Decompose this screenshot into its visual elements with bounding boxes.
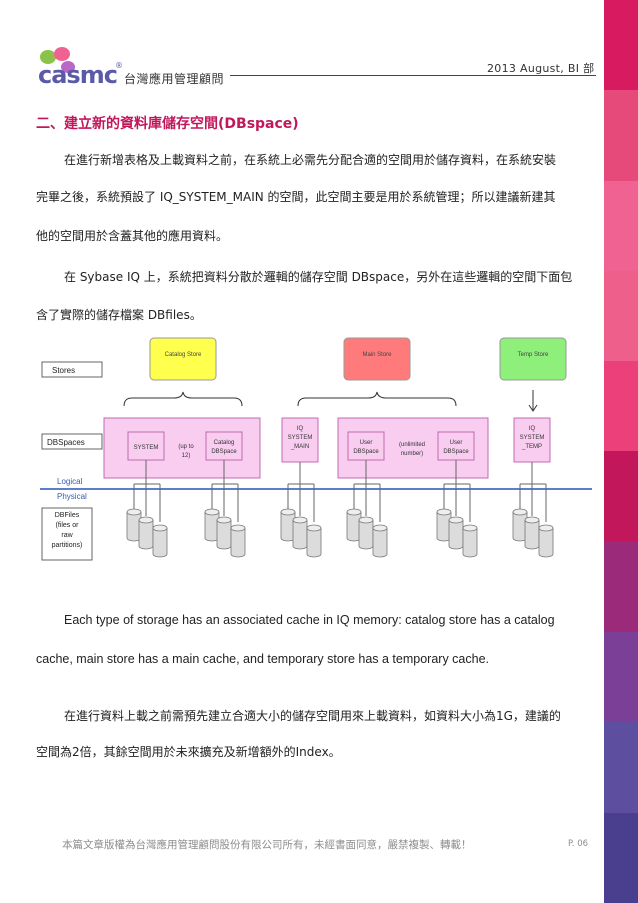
dbfile-cylinder bbox=[230, 524, 246, 558]
iq-system-main-box bbox=[281, 417, 319, 463]
unlimited-label-line-2: number) bbox=[401, 451, 423, 457]
stripe-segment bbox=[604, 180, 638, 271]
stripe-segment bbox=[604, 0, 638, 91]
section-title: 二、建立新的資料庫儲存空間(DBspace) bbox=[36, 116, 299, 132]
dbfiles-label-line-1: DBFiles bbox=[55, 512, 80, 519]
dbfile-cylinder bbox=[216, 516, 232, 550]
stripe-segment bbox=[604, 632, 638, 723]
dbfile-cylinder bbox=[448, 516, 464, 550]
stripe-segment bbox=[604, 722, 638, 813]
page-number: P. 06 bbox=[568, 839, 589, 849]
iq-main-label-line-1: IQ bbox=[297, 426, 304, 432]
dbfile-cylinder bbox=[372, 524, 388, 558]
dbfile-cylinder bbox=[138, 516, 154, 550]
stripe-segment bbox=[604, 541, 638, 633]
paragraph-4-line-1: 在進行資料上載之前需預先建立合適大小的儲存空間用來上載資料，如資料大小為1G，建… bbox=[64, 709, 561, 723]
stripe-segment bbox=[604, 270, 638, 362]
dbfile-cylinder bbox=[306, 524, 322, 558]
unlimited-label-line-1: (unlimited bbox=[399, 442, 425, 448]
dbfile-cylinder bbox=[462, 524, 478, 558]
upto-label-line-2: 12) bbox=[182, 453, 191, 459]
user-dbspace-2-line-1: User bbox=[450, 440, 463, 446]
stripe-segment bbox=[604, 812, 638, 903]
dbfile-cylinder bbox=[292, 516, 308, 550]
dbfiles-label-line-2: (files or bbox=[56, 522, 80, 529]
stripe-segment bbox=[604, 361, 638, 452]
stripe-segment bbox=[604, 90, 638, 181]
dbfiles-label-line-4: partitions) bbox=[52, 542, 83, 549]
iq-system-temp-box bbox=[513, 417, 551, 463]
dbfile-cylinder bbox=[524, 516, 540, 550]
logo-wordmark: casmc bbox=[38, 61, 118, 89]
user-dbspace-1-line-1: User bbox=[360, 440, 373, 446]
stripe-segment bbox=[604, 451, 638, 542]
logo-company-name: 台灣應用管理顧問 bbox=[124, 72, 225, 86]
upto-label-line-1: (up to bbox=[178, 444, 194, 450]
paragraph-3-line-2: cache, main store has a main cache, and … bbox=[36, 652, 490, 666]
dbfile-cylinders bbox=[126, 508, 554, 558]
main-store-label: Main Store bbox=[362, 352, 392, 358]
logo-registered-mark: ® bbox=[115, 61, 123, 70]
dbspaces-label: DBSpaces bbox=[47, 438, 85, 447]
temp-arrow-head bbox=[528, 404, 538, 412]
paragraph-4-line-2: 空間為2倍，其餘空間用於未來擴充及新增額外的Index。 bbox=[36, 745, 341, 759]
dbfiles-label-box bbox=[41, 507, 93, 561]
dbfile-cylinder bbox=[512, 508, 528, 542]
catalog-store-label: Catalog Store bbox=[165, 352, 202, 358]
main-store-box bbox=[343, 337, 411, 381]
user-dbspace-1-line-2: DBSpace bbox=[353, 449, 379, 455]
side-color-stripe bbox=[604, 0, 638, 903]
copyright-notice: 本篇文章版權為台灣應用管理顧問股份有限公司所有，未經書面同意，嚴禁複製、轉載！ bbox=[62, 839, 472, 851]
catalog-dbspace-label-line-2: DBSpace bbox=[211, 449, 237, 455]
logical-label: Logical bbox=[57, 477, 83, 486]
iq-main-label-line-3: _MAIN bbox=[290, 444, 309, 450]
stores-label: Stores bbox=[52, 366, 75, 375]
dbfile-cylinder bbox=[126, 508, 142, 542]
dbfile-cylinder bbox=[152, 524, 168, 558]
iq-main-label-line-2: SYSTEM bbox=[288, 435, 313, 441]
stores-label-box bbox=[41, 361, 103, 378]
paragraph-1-line-1: 在進行新增表格及上載資料之前，在系統上必需先分配合適的空間用於儲存資料，在系統安… bbox=[64, 153, 557, 167]
user-dbspace-box-1 bbox=[347, 431, 385, 461]
paragraph-3-line-1: Each type of storage has an associated c… bbox=[64, 613, 555, 627]
catalog-brace bbox=[123, 391, 243, 407]
logo-flower-icon bbox=[40, 47, 75, 73]
dbspaces-label-box bbox=[41, 433, 103, 450]
connection-lines bbox=[133, 460, 547, 522]
dbfile-cylinder bbox=[436, 508, 452, 542]
dbfiles-label-line-3: raw bbox=[61, 532, 73, 539]
iq-temp-label-line-1: IQ bbox=[529, 426, 536, 432]
system-dbspace-box bbox=[127, 431, 165, 461]
catalog-store-box bbox=[149, 337, 217, 381]
catalog-dbspace-label-line-1: Catalog bbox=[214, 440, 235, 446]
iq-temp-label-line-3: _TEMP bbox=[521, 444, 542, 450]
dbfile-cylinder bbox=[538, 524, 554, 558]
temp-store-box bbox=[499, 337, 567, 381]
user-dbspace-box-2 bbox=[437, 431, 475, 461]
company-logo: casmc ® 台灣應用管理顧問 bbox=[34, 45, 234, 89]
header-date: 2013 August, BI 部 bbox=[487, 62, 595, 75]
paragraph-2-line-1: 在 Sybase IQ 上，系統把資料分散於邏輯的儲存空間 DBspace，另外… bbox=[64, 270, 573, 284]
user-dbspace-2-line-2: DBSpace bbox=[443, 449, 469, 455]
paragraph-1-line-3: 他的空間用於含蓋其他的應用資料。 bbox=[36, 229, 229, 243]
paragraph-2-line-2: 含了實際的儲存檔案 DBfiles。 bbox=[36, 308, 202, 322]
catalog-dbspace-box bbox=[205, 431, 243, 461]
main-brace bbox=[297, 391, 457, 407]
dbspace-architecture-diagram: Stores DBSpaces Logical Physical DBFiles… bbox=[40, 337, 592, 561]
dbfile-cylinder bbox=[358, 516, 374, 550]
iq-temp-label-line-2: SYSTEM bbox=[520, 435, 545, 441]
paragraph-1-line-2: 完畢之後，系統預設了 IQ_SYSTEM_MAIN 的空間，此空間主要是用於系統… bbox=[36, 190, 556, 204]
header-divider bbox=[230, 75, 596, 76]
system-label: SYSTEM bbox=[134, 445, 159, 451]
physical-label: Physical bbox=[57, 492, 87, 501]
temp-store-label: Temp Store bbox=[518, 352, 549, 358]
